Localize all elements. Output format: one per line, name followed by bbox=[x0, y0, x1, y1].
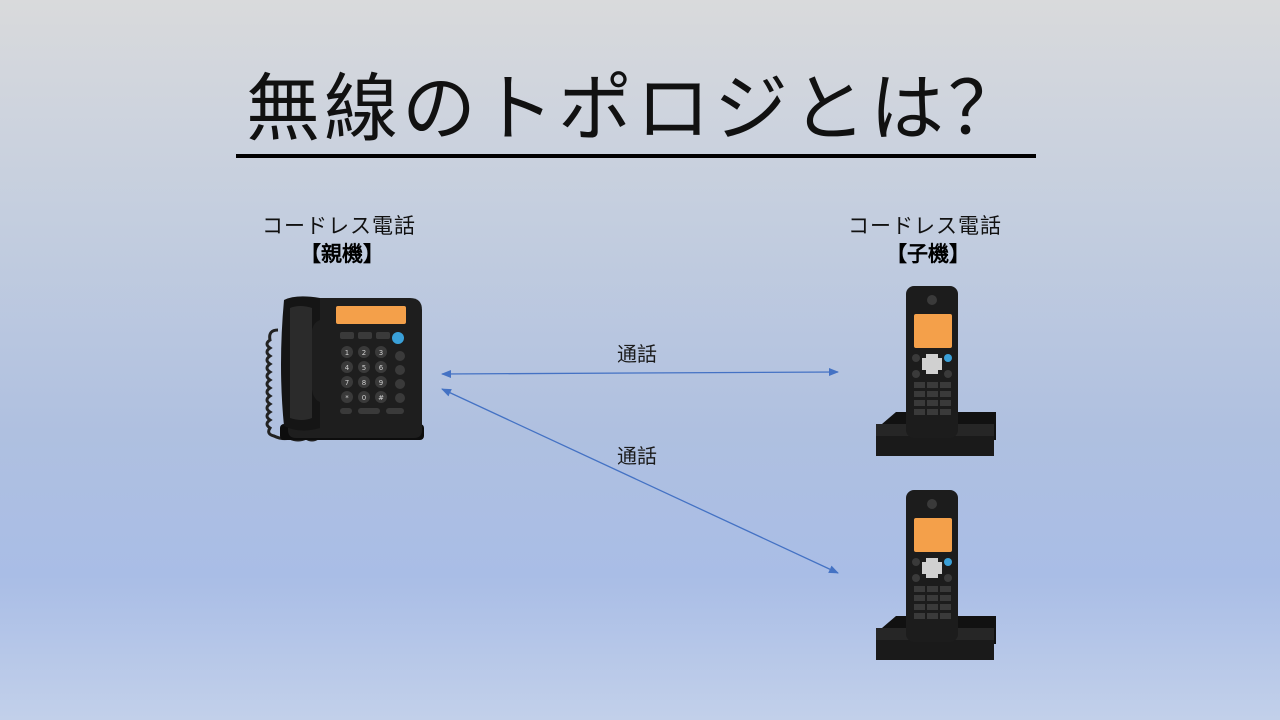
handset-unit-role: 【子機】 bbox=[886, 242, 970, 266]
base-unit-name: コードレス電話 bbox=[262, 214, 416, 238]
svg-text:1: 1 bbox=[345, 349, 349, 357]
call-arrow-to-handset-2 bbox=[441, 388, 839, 574]
svg-text:9: 9 bbox=[379, 379, 383, 387]
desk-phone-icon: 1 2 3 4 5 6 7 8 9 * 0 # bbox=[265, 296, 424, 442]
link-label-1: 通話 bbox=[617, 342, 657, 366]
page-title: 無線のトポロジとは？ bbox=[246, 66, 1026, 152]
svg-text:2: 2 bbox=[362, 349, 366, 357]
title-underline bbox=[236, 154, 1036, 158]
svg-text:5: 5 bbox=[362, 364, 366, 372]
handset-unit-name: コードレス電話 bbox=[848, 214, 1002, 238]
svg-text:#: # bbox=[378, 394, 384, 402]
svg-text:3: 3 bbox=[379, 349, 383, 357]
svg-text:0: 0 bbox=[362, 394, 366, 402]
cordless-handset-icon bbox=[876, 286, 996, 456]
call-arrow-to-handset-1 bbox=[441, 368, 839, 378]
svg-text:8: 8 bbox=[362, 379, 366, 387]
base-unit-role: 【親機】 bbox=[300, 242, 384, 266]
svg-text:6: 6 bbox=[379, 364, 384, 372]
svg-text:*: * bbox=[345, 394, 349, 402]
svg-text:7: 7 bbox=[345, 379, 349, 387]
cordless-handset-icon bbox=[876, 490, 996, 660]
link-label-2: 通話 bbox=[617, 444, 657, 468]
svg-text:4: 4 bbox=[345, 364, 350, 372]
